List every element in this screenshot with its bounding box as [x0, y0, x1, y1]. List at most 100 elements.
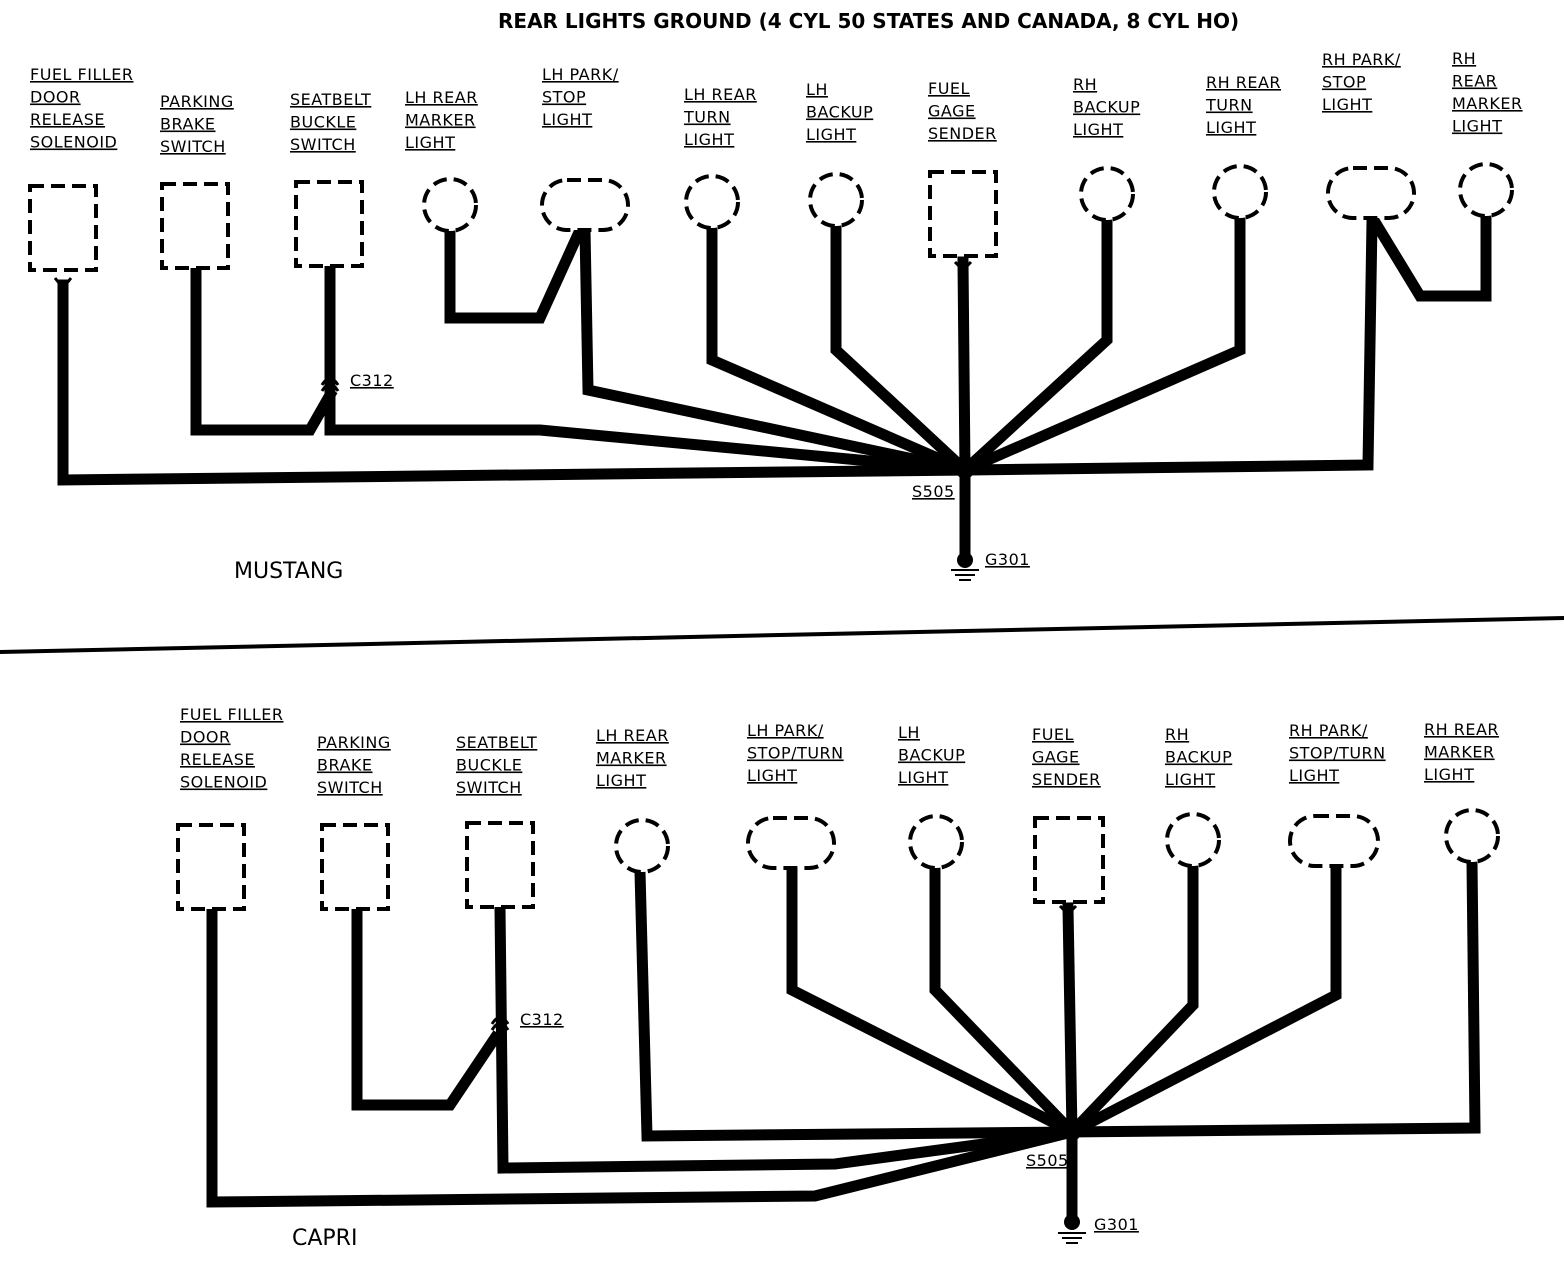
label-line: PARKING [160, 92, 234, 111]
capri-model-label: CAPRI [292, 1226, 357, 1251]
label-line: BUCKLE [290, 113, 356, 132]
label-line: LH REAR [684, 85, 757, 104]
mustang-rh-turn-bulb [1212, 164, 1268, 220]
label-line: DOOR [30, 88, 81, 107]
label-line: DOOR [180, 728, 231, 747]
label-line: SWITCH [160, 137, 226, 156]
label-line: LH PARK/ [747, 721, 824, 740]
label-line: BRAKE [317, 756, 373, 775]
mustang-wire-rh-marker [1367, 212, 1492, 302]
mustang-c312-label: C312 [350, 371, 394, 390]
label-line: LH [898, 723, 920, 742]
label-line: RH REAR [1206, 73, 1281, 92]
mustang-fuel-filler-terminal [53, 277, 73, 291]
label-line: FUEL [1032, 725, 1074, 744]
label-line: SEATBELT [290, 90, 371, 109]
capri-rh-marker-bulb [1444, 808, 1500, 864]
capri-rh-backup-bulb [1165, 812, 1221, 868]
diagram-title: REAR LIGHTS GROUND (4 CYL 50 STATES AND … [498, 9, 1239, 33]
mustang-wire-lh-park [579, 224, 972, 477]
capri-wires [206, 856, 1481, 1228]
section-divider [0, 616, 1564, 654]
label-line: LIGHT [542, 110, 592, 129]
label-line: LIGHT [1165, 770, 1215, 789]
label-line: RH [1452, 49, 1476, 68]
mustang-model-label: MUSTANG [234, 559, 343, 584]
mustang-wire-fuel-filler [57, 279, 971, 486]
capri-wire-lh-park [786, 862, 1080, 1140]
label-line: RH [1165, 725, 1189, 744]
label-line: LH REAR [596, 726, 669, 745]
capri-c312-label: C312 [520, 1010, 564, 1029]
mustang-lh-turn-bulb [684, 174, 740, 230]
label-line: SENDER [928, 124, 997, 143]
label-line: MARKER [1424, 743, 1495, 762]
label-line: LIGHT [405, 133, 455, 152]
mustang-wire-rh-backup [957, 214, 1113, 478]
label-line: MARKER [596, 749, 667, 768]
label-line: LIGHT [1424, 765, 1474, 784]
mustang-wire-lh-turn [706, 222, 973, 478]
label-line: MARKER [1452, 94, 1523, 113]
label-line: MARKER [405, 111, 476, 130]
capri-fuel-gage-sender-box [1033, 816, 1105, 904]
capri-s505-splice [1063, 1123, 1081, 1141]
mustang-lh-park-stop-bulb [540, 178, 630, 232]
label-line: STOP/TURN [747, 744, 844, 763]
label-line: LIGHT [1073, 120, 1123, 139]
capri-wire-lh-marker [634, 866, 1078, 1142]
mustang-lh-backup-bulb [808, 172, 864, 228]
mustang-wire-rh-park [959, 216, 1378, 476]
capri-lh-park-stop-turn-bulb [746, 816, 836, 870]
label-line: LIGHT [747, 766, 797, 785]
label-line: FUEL [928, 79, 970, 98]
label-line: LIGHT [898, 768, 948, 787]
mustang-wire-fuel-gage [957, 256, 971, 476]
mustang-lh-marker-bulb [422, 177, 478, 233]
label-line: BACKUP [898, 746, 965, 765]
label-line: BACKUP [1165, 748, 1232, 767]
capri-label-lh-backup: LH BACKUP LIGHT [898, 723, 965, 787]
label-line: LH [806, 80, 828, 99]
mustang-rh-park-stop-bulb [1326, 166, 1416, 220]
label-line: GAGE [1032, 748, 1080, 767]
mustang-wire-rh-turn [957, 212, 1246, 478]
label-line: LIGHT [1452, 117, 1502, 136]
label-line: LIGHT [1289, 766, 1339, 785]
capri-label-rh-backup: RH BACKUP LIGHT [1165, 725, 1232, 789]
mustang-wires [57, 212, 1492, 566]
mustang-s505-label: S505 [912, 482, 955, 501]
capri-components [176, 808, 1500, 917]
mustang-c312-connector: C312 [320, 371, 394, 392]
label-line: FUEL FILLER [180, 705, 284, 724]
mustang-fuel-filler-solenoid-box [28, 184, 98, 272]
label-line: SWITCH [456, 778, 522, 797]
capri-wire-parking-brake [351, 902, 503, 1111]
mustang-wire-lh-backup [830, 222, 973, 478]
mustang-s505-splice [956, 461, 974, 479]
label-line: STOP [1322, 73, 1366, 92]
label-line: LIGHT [1322, 95, 1372, 114]
label-line: PARKING [317, 733, 391, 752]
mustang-seatbelt-switch-box [294, 180, 364, 268]
capri-section: CAPRI [176, 705, 1500, 1251]
mustang-rh-backup-bulb [1079, 166, 1135, 222]
label-line: GAGE [928, 102, 976, 121]
mustang-g301-ground [951, 552, 979, 581]
mustang-g301-label: G301 [985, 550, 1030, 569]
label-line: REAR [1452, 72, 1497, 91]
capri-fuel-filler-solenoid-box [176, 823, 246, 911]
mustang-wire-seatbelt [324, 262, 971, 476]
